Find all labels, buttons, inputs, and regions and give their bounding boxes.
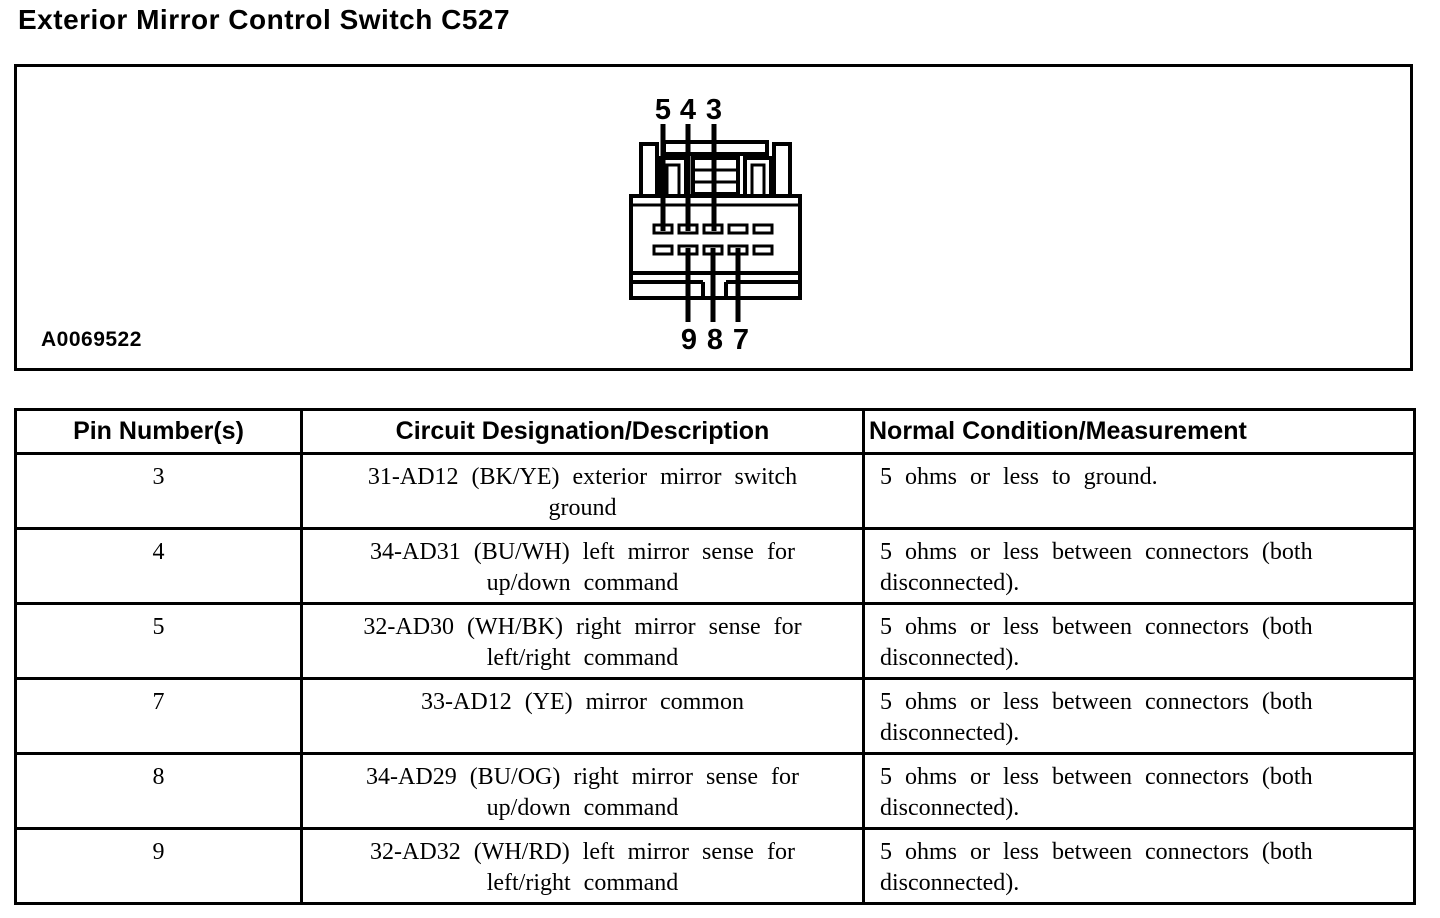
header-pin-number: Pin Number(s) <box>14 408 303 455</box>
table-row: 9 32-AD32 (WH/RD) left mirror sense for … <box>14 827 1416 905</box>
connector-diagram: 5 4 3 9 8 7 <box>629 94 802 356</box>
table-row: 3 31-AD12 (BK/YE) exterior mirror switch… <box>14 452 1416 530</box>
pin-label-5: 5 <box>655 94 671 126</box>
pin-circuit-table: Pin Number(s) Circuit Designation/Descri… <box>14 408 1416 905</box>
pin-number-cell: 9 <box>14 827 303 905</box>
normal-condition-cell: 5 ohms or less between connectors (both … <box>862 677 1416 755</box>
normal-condition-cell: 5 ohms or less between connectors (both … <box>862 752 1416 830</box>
circuit-description-cell: 31-AD12 (BK/YE) exterior mirror switch g… <box>300 452 865 530</box>
connector-right-channel-inner <box>750 163 766 198</box>
pin-number-cell: 3 <box>14 452 303 530</box>
connector-figure-box: 5 4 3 9 8 7 A0069522 <box>14 64 1413 371</box>
table-row: 4 34-AD31 (BU/WH) left mirror sense for … <box>14 527 1416 605</box>
connector-right-tab <box>772 142 792 198</box>
pin-label-7: 7 <box>733 324 749 356</box>
normal-condition-cell: 5 ohms or less between connectors (both … <box>862 527 1416 605</box>
pin-label-8: 8 <box>707 324 723 356</box>
connector-left-tab <box>639 142 659 198</box>
cavity-top-4 <box>727 223 749 235</box>
cavity-bottom-1 <box>652 244 674 256</box>
circuit-description-cell: 32-AD30 (WH/BK) right mirror sense for l… <box>300 602 865 680</box>
figure-id-label: A0069522 <box>41 328 142 351</box>
normal-condition-cell: 5 ohms or less to ground. <box>862 452 1416 530</box>
pin-number-cell: 5 <box>14 602 303 680</box>
circuit-description-cell: 33-AD12 (YE) mirror common <box>300 677 865 755</box>
connector-left-channel-inner <box>665 163 681 198</box>
cavity-bottom-5 <box>752 244 774 256</box>
circuit-description-cell: 32-AD32 (WH/RD) left mirror sense for le… <box>300 827 865 905</box>
pin-number-cell: 7 <box>14 677 303 755</box>
table-row: 5 32-AD30 (WH/BK) right mirror sense for… <box>14 602 1416 680</box>
table-row: 8 34-AD29 (BU/OG) right mirror sense for… <box>14 752 1416 830</box>
table-header-row: Pin Number(s) Circuit Designation/Descri… <box>14 408 1416 455</box>
normal-condition-cell: 5 ohms or less between connectors (both … <box>862 827 1416 905</box>
header-circuit-designation: Circuit Designation/Description <box>300 408 865 455</box>
pin-number-cell: 4 <box>14 527 303 605</box>
pin-label-9: 9 <box>681 324 697 356</box>
pin-label-3: 3 <box>706 94 722 126</box>
circuit-description-cell: 34-AD31 (BU/WH) left mirror sense for up… <box>300 527 865 605</box>
cavity-top-5 <box>752 223 774 235</box>
circuit-description-cell: 34-AD29 (BU/OG) right mirror sense for u… <box>300 752 865 830</box>
page-title: Exterior Mirror Control Switch C527 <box>18 4 511 35</box>
table-row: 7 33-AD12 (YE) mirror common 5 ohms or l… <box>14 677 1416 755</box>
pin-leader-lines <box>660 124 741 322</box>
pin-label-4: 4 <box>680 94 696 126</box>
normal-condition-cell: 5 ohms or less between connectors (both … <box>862 602 1416 680</box>
header-normal-condition: Normal Condition/Measurement <box>862 408 1416 455</box>
pin-number-cell: 8 <box>14 752 303 830</box>
